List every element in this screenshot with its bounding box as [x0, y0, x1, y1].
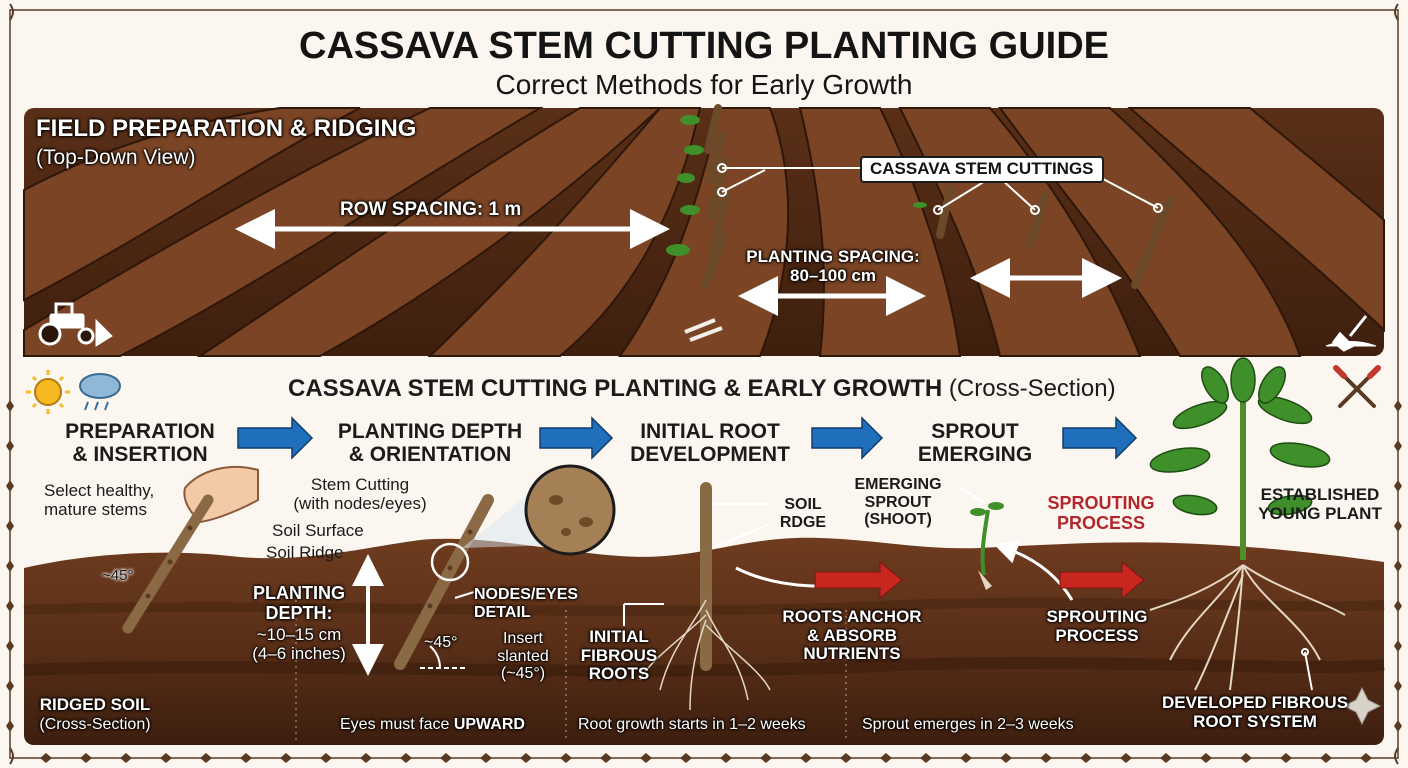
stage-title-depth: PLANTING DEPTH & ORIENTATION [337, 420, 523, 467]
cuttings-label: CASSAVA STEM CUTTINGS [860, 156, 1104, 183]
page-subtitle: Correct Methods for Early Growth [495, 69, 913, 100]
established-plant [1149, 357, 1346, 691]
planting-depth-title: PLANTING DEPTH: [253, 583, 345, 623]
ridged-soil-label: RIDGED SOIL [39, 695, 151, 714]
stage3-illustration [623, 482, 903, 711]
sprouting-process-label: SPROUTING PROCESS [1046, 607, 1148, 645]
stage-title-preparation: PREPARATION & INSERTION [65, 420, 215, 467]
emerging-sprout-label: EMERGING SPROUT (SHOOT) [854, 476, 942, 529]
stem-cutting-label: Stem Cutting (with nodes/eyes) [293, 475, 427, 513]
row-cuttings [701, 104, 1174, 289]
stage-arrows [237, 416, 1138, 460]
ridged-soil-sub-label: (Cross-Section) [39, 716, 151, 733]
row-leaves [666, 115, 927, 256]
established-plant-label: ESTABLISHED YOUNG PLANT [1258, 485, 1382, 523]
decorative-border [9, 3, 1399, 765]
insert-slanted-label: Insert slanted (~45°) [497, 630, 549, 683]
sprouting-process-red-label: SPROUTING PROCESS [1047, 493, 1155, 533]
field-heading: FIELD PREPARATION & RIDGING [36, 115, 417, 142]
rain-cloud-icon [79, 373, 121, 411]
planting-depth-value: ~10–15 cm (4–6 inches) [252, 625, 346, 663]
tractor-icon [38, 302, 113, 347]
stage4-illustration [959, 487, 1145, 601]
page-title: CASSAVA STEM CUTTING PLANTING GUIDE [299, 25, 1109, 67]
soil-surface-label: Soil Surface [272, 521, 364, 540]
eyes-face-note: Eyes must face UPWARD [340, 716, 525, 733]
stage2-illustration [352, 464, 616, 676]
nodes-detail-label: NODES/EYES DETAIL [474, 586, 579, 621]
select-stems-note: Select healthy, mature stems [44, 481, 155, 519]
angle-label-1: ~45° [102, 567, 134, 584]
root-growth-note: Root growth starts in 1–2 weeks [578, 716, 806, 733]
sparkle-icon [1342, 686, 1382, 726]
developed-roots-label: DEVELOPED FIBROUS ROOT SYSTEM [1161, 693, 1349, 731]
angle-label-2: ~45° [424, 634, 458, 651]
stage-title-sprout: SPROUT EMERGING [917, 420, 1033, 467]
tools-icon [1333, 365, 1381, 408]
soil-ridge-label-2: SOIL RDGE [779, 496, 827, 531]
field-subheading: (Top-Down View) [36, 146, 196, 169]
planting-spacing-label: PLANTING SPACING: 80–100 cm [746, 247, 920, 285]
hand-with-cutting [122, 465, 259, 634]
stage-title-root: INITIAL ROOT DEVELOPMENT [630, 420, 790, 467]
spacing-arrows [235, 209, 1122, 316]
soil-ridge-label: Soil Ridge [266, 543, 344, 562]
shovel-icon [1325, 315, 1377, 352]
field-panel [23, 104, 1385, 357]
roots-anchor-label: ROOTS ANCHOR & ABSORB NUTRIENTS [782, 607, 922, 664]
cross-section-heading: CASSAVA STEM CUTTING PLANTING & EARLY GR… [288, 375, 1116, 402]
row-spacing-label: ROW SPACING: 1 m [340, 199, 522, 220]
sun-icon [26, 370, 70, 414]
sprout-emerges-note: Sprout emerges in 2–3 weeks [862, 716, 1074, 733]
initial-roots-label: INITIAL FIBROUS ROOTS [580, 627, 658, 684]
cut-stems-pile [684, 318, 723, 342]
